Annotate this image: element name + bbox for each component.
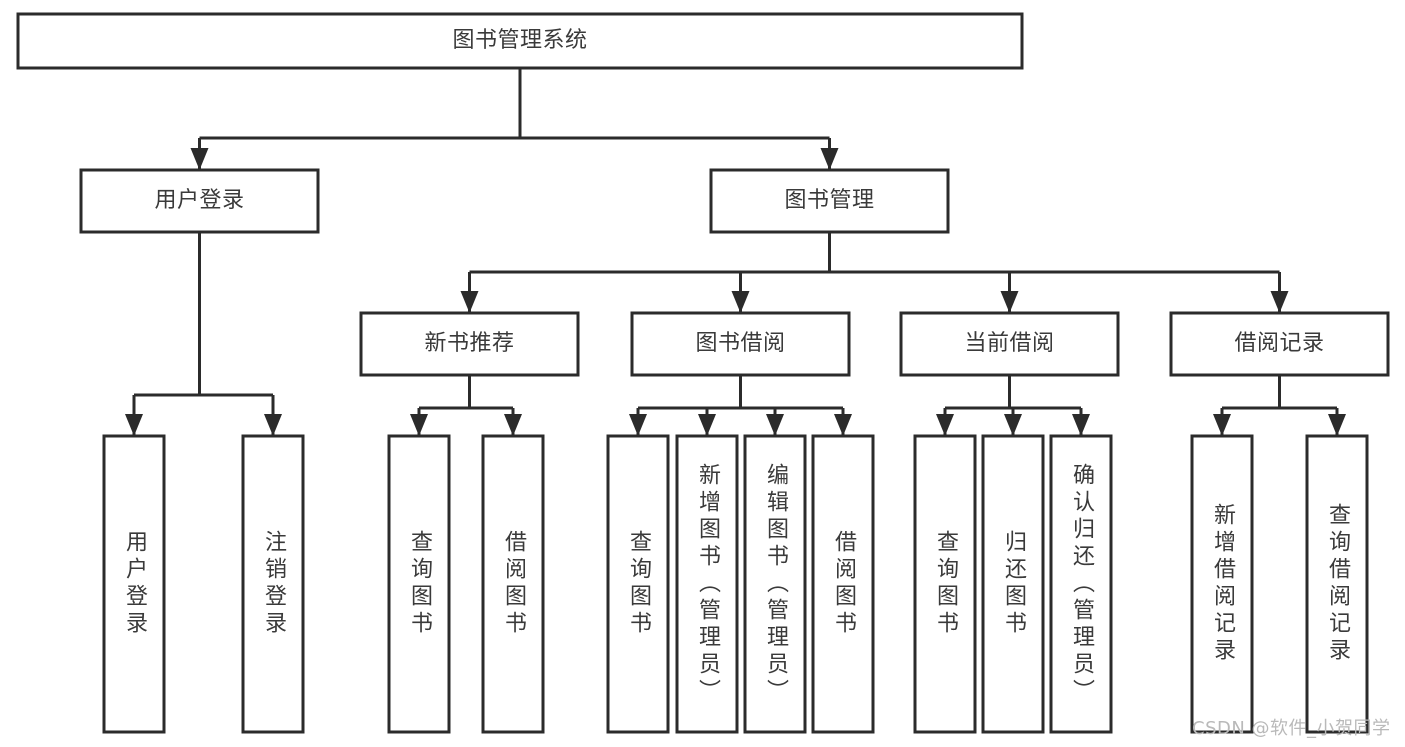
arrow-head-icon <box>1213 414 1231 436</box>
node-box-leaf-add-book[interactable] <box>675 434 739 734</box>
arrow-head-icon <box>125 414 143 436</box>
arrow-head-icon <box>460 291 479 313</box>
node-box-book-borrow[interactable] <box>630 311 851 377</box>
node-box-leaf-query-book-borrow[interactable] <box>606 434 670 734</box>
node-box-leaf-query-book-recommend[interactable] <box>387 434 451 734</box>
node-box-root[interactable] <box>16 12 1024 70</box>
node-box-leaf-borrow-book-recommend[interactable] <box>481 434 545 734</box>
arrow-head-icon <box>1072 414 1090 436</box>
arrow-head-icon <box>190 148 209 170</box>
node-box-leaf-user-login[interactable] <box>102 434 166 734</box>
node-box-user-login[interactable] <box>79 168 320 234</box>
arrow-head-icon <box>1270 291 1289 313</box>
node-box-borrow-record[interactable] <box>1169 311 1390 377</box>
arrow-head-icon <box>1004 414 1022 436</box>
node-box-leaf-confirm-return[interactable] <box>1049 434 1113 734</box>
node-box-leaf-edit-book[interactable] <box>743 434 807 734</box>
arrow-head-icon <box>1000 291 1019 313</box>
arrow-head-icon <box>731 291 750 313</box>
node-box-new-book-recommend[interactable] <box>359 311 580 377</box>
arrow-head-icon <box>504 414 522 436</box>
arrow-head-icon <box>698 414 716 436</box>
arrow-head-icon <box>1328 414 1346 436</box>
node-box-leaf-logout[interactable] <box>241 434 305 734</box>
node-box-current-borrow[interactable] <box>899 311 1120 377</box>
node-box-leaf-return-book[interactable] <box>981 434 1045 734</box>
node-box-leaf-query-book-current[interactable] <box>913 434 977 734</box>
arrow-head-icon <box>410 414 428 436</box>
arrow-head-icon <box>820 148 839 170</box>
node-box-leaf-borrow-book[interactable] <box>811 434 875 734</box>
node-box-leaf-query-borrow-record[interactable] <box>1305 434 1369 734</box>
arrow-head-icon <box>264 414 282 436</box>
arrow-head-icon <box>936 414 954 436</box>
arrow-head-icon <box>834 414 852 436</box>
arrow-head-icon <box>766 414 784 436</box>
node-box-leaf-add-borrow-record[interactable] <box>1190 434 1254 734</box>
boxes-layer <box>16 12 1390 734</box>
arrow-head-icon <box>629 414 647 436</box>
connectors-layer <box>125 68 1346 436</box>
node-box-book-manage[interactable] <box>709 168 950 234</box>
